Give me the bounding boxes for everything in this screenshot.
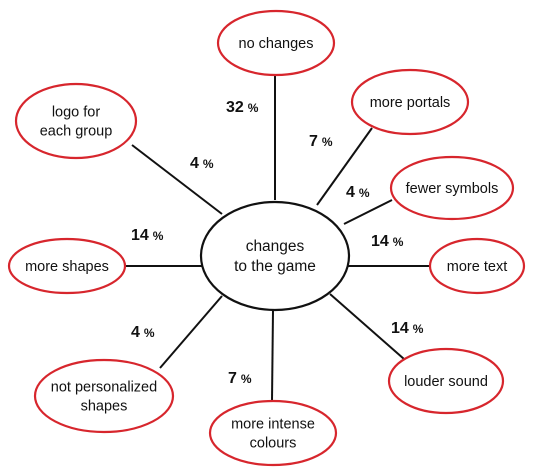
percent-no-changes-unit: % <box>248 101 259 115</box>
percent-more-intense-colours-value: 7 <box>228 370 237 387</box>
percent-no-changes: 32% <box>226 99 259 116</box>
node-no-changes: no changes <box>216 9 336 77</box>
branch-nodes: no changes more portals fewer symbols more … <box>7 9 526 467</box>
node-no-changes-ellipse <box>216 9 336 77</box>
percent-more-text-value: 14 <box>371 233 389 250</box>
percent-more-shapes-unit: % <box>153 229 164 243</box>
percent-not-personalized-shapes-unit: % <box>144 326 155 340</box>
node-no-changes-label-line-1: no changes <box>239 36 314 52</box>
node-louder-sound: louder sound <box>387 347 505 415</box>
percent-logo-for-each-group-unit: % <box>203 157 214 171</box>
percent-more-intense-colours-unit: % <box>241 372 252 386</box>
percent-more-intense-colours: 7% <box>228 370 252 387</box>
percent-louder-sound-value: 14 <box>391 320 409 337</box>
percent-more-text: 14% <box>371 233 404 250</box>
percent-logo-for-each-group: 4% <box>190 155 214 172</box>
node-more-shapes-ellipse <box>7 237 127 295</box>
node-more-text-label-line-1: more text <box>447 259 507 275</box>
center-ellipse <box>199 200 351 312</box>
percent-logo-for-each-group-value: 4 <box>190 155 199 172</box>
spokes <box>125 74 431 402</box>
center-label-line-1: changes <box>246 238 305 255</box>
node-more-intense-colours-ellipse <box>208 399 338 467</box>
spoke-not-personalized-shapes <box>159 295 223 369</box>
percent-more-text-unit: % <box>393 235 404 249</box>
node-more-portals-label-line-1: more portals <box>370 95 451 111</box>
node-more-text-ellipse <box>428 237 526 295</box>
node-more-shapes: more shapes <box>7 237 127 295</box>
node-logo-for-each-group: logo for each group <box>14 82 138 160</box>
percent-louder-sound: 14% <box>391 320 424 337</box>
node-more-shapes-label-line-1: more shapes <box>25 259 109 275</box>
percent-no-changes-value: 32 <box>226 99 244 116</box>
node-not-personalized-shapes-ellipse <box>33 358 175 434</box>
node-more-intense-colours-label-line-2: colours <box>250 436 297 452</box>
percent-louder-sound-unit: % <box>413 322 424 336</box>
spoke-fewer-symbols <box>343 199 393 225</box>
percent-not-personalized-shapes: 4% <box>131 324 155 341</box>
node-logo-for-each-group-label-line-2: each group <box>40 124 113 140</box>
percent-labels: 32%7%4%14%14%7%4%14%4% <box>131 99 424 387</box>
node-not-personalized-shapes: not personalized shapes <box>33 358 175 434</box>
percent-fewer-symbols-unit: % <box>359 186 370 200</box>
percent-not-personalized-shapes-value: 4 <box>131 324 140 341</box>
node-not-personalized-shapes-label-line-1: not personalized <box>51 380 157 396</box>
center-label-line-2: to the game <box>234 258 316 275</box>
node-logo-for-each-group-label-line-1: logo for <box>52 105 101 121</box>
spoke-louder-sound <box>329 293 405 360</box>
percent-more-shapes: 14% <box>131 227 164 244</box>
percent-more-portals-unit: % <box>322 135 333 149</box>
center-node: changes to the game <box>199 200 351 312</box>
percent-fewer-symbols: 4% <box>346 184 370 201</box>
node-fewer-symbols-label-line-1: fewer symbols <box>406 181 499 197</box>
node-more-text: more text <box>428 237 526 295</box>
node-not-personalized-shapes-label-line-2: shapes <box>81 399 128 415</box>
node-louder-sound-ellipse <box>387 347 505 415</box>
node-more-portals: more portals <box>350 68 470 136</box>
node-more-intense-colours-label-line-1: more intense <box>231 417 315 433</box>
percent-more-portals: 7% <box>309 133 333 150</box>
node-fewer-symbols: fewer symbols <box>389 155 515 221</box>
node-more-portals-ellipse <box>350 68 470 136</box>
spoke-logo-for-each-group <box>131 144 223 215</box>
percent-more-portals-value: 7 <box>309 133 318 150</box>
percent-fewer-symbols-value: 4 <box>346 184 355 201</box>
node-louder-sound-label-line-1: louder sound <box>404 374 488 390</box>
percent-more-shapes-value: 14 <box>131 227 149 244</box>
spoke-more-portals <box>316 127 373 206</box>
node-logo-for-each-group-ellipse <box>14 82 138 160</box>
node-more-intense-colours: more intense colours <box>208 399 338 467</box>
node-fewer-symbols-ellipse <box>389 155 515 221</box>
spoke-more-intense-colours <box>271 309 274 402</box>
